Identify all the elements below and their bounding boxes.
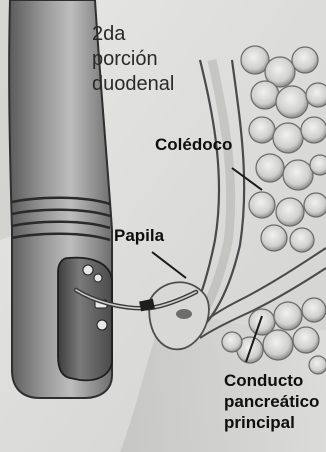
label-pancreatico-line-3: principal [224,412,319,433]
scope-light-1 [83,265,93,275]
scope-tip-window [58,258,112,381]
scope-lens [97,320,107,330]
label-pancreatico-line-2: pancreático [224,391,319,412]
label-coledoco: Colédoco [155,134,232,155]
papilla-orifice [176,309,192,319]
label-duodeno: 2da porción duodenal [92,22,174,97]
scope-light-2 [94,274,102,282]
label-pancreatico: Conducto pancreático principal [224,370,319,433]
label-pancreatico-line-1: Conducto [224,370,319,391]
label-duodeno-line-2: porción [92,47,174,72]
label-papila: Papila [114,225,164,246]
label-duodeno-line-3: duodenal [92,72,174,97]
label-duodeno-line-1: 2da [92,22,174,47]
